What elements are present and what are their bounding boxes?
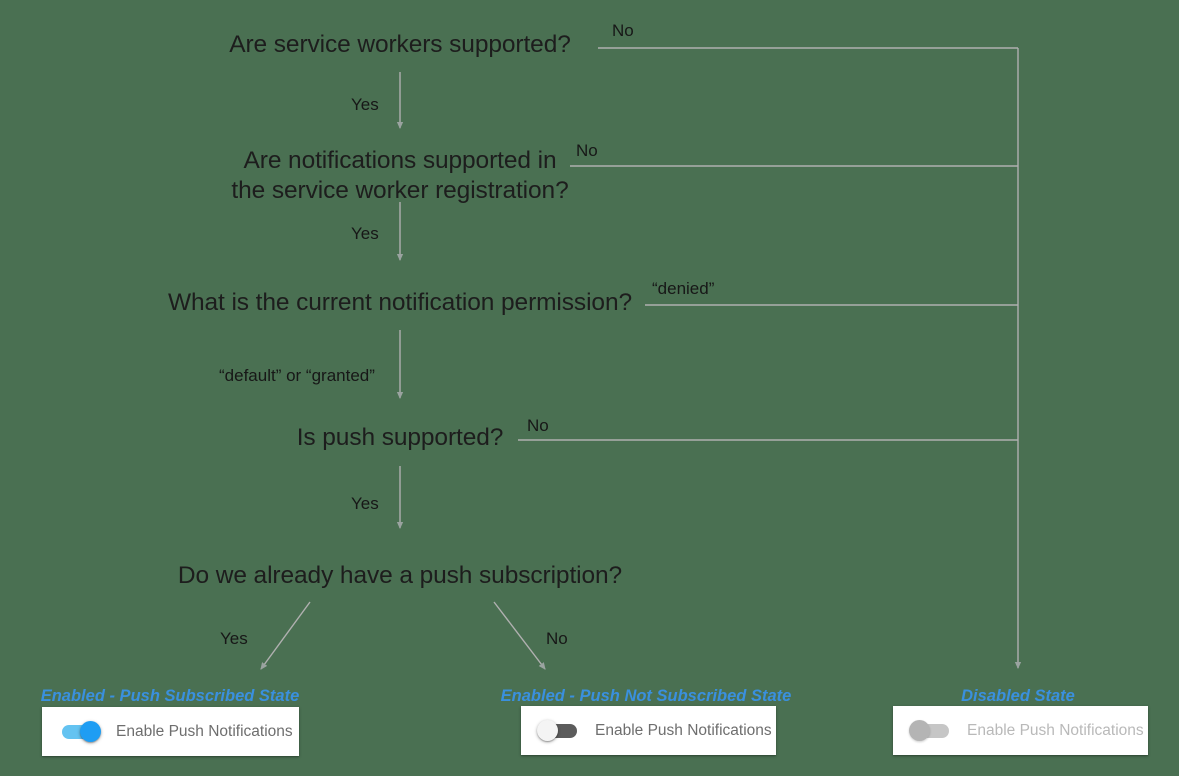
edge-label-q1-no: No (612, 21, 634, 40)
state-label-push-subscribed: Enabled - Push Subscribed State (40, 687, 300, 705)
toggle-card-disabled: Enable Push Notifications (893, 706, 1148, 755)
toggle-card-push-not-subscribed[interactable]: Enable Push Notifications (521, 706, 776, 755)
toggle-knob (537, 719, 558, 741)
node-service-workers-supported: Are service workers supported? (229, 31, 571, 58)
edge-label-q4-yes: Yes (351, 494, 379, 513)
edge-q5-no (493, 601, 546, 670)
toggle-switch-off[interactable] (537, 719, 581, 742)
node-notification-permission: What is the current notification permiss… (167, 289, 633, 316)
toggle-label-enable-push: Enable Push Notifications (595, 721, 772, 739)
state-label-push-not-subscribed: Enabled - Push Not Subscribed State (500, 687, 792, 705)
edge-label-q5-yes: Yes (220, 629, 248, 648)
edge-label-q2-no: No (576, 141, 598, 160)
toggle-card-push-subscribed[interactable]: Enable Push Notifications (42, 707, 299, 756)
edge-label-q3-denied: “denied” (652, 279, 715, 298)
toggle-switch-on[interactable] (58, 720, 102, 743)
edge-label-q1-yes: Yes (351, 95, 379, 114)
node-push-supported: Is push supported? (296, 424, 504, 451)
toggle-knob (80, 720, 101, 742)
edge-label-q3-default: “default” or “granted” (219, 366, 375, 385)
edge-label-q2-yes: Yes (351, 224, 379, 243)
toggle-switch-disabled (909, 719, 953, 742)
toggle-label-enable-push: Enable Push Notifications (967, 721, 1144, 739)
node-notifications-supported: Are notifications supported in the servi… (231, 147, 569, 204)
edge-q5-yes (260, 601, 311, 670)
node-have-subscription: Do we already have a push subscription? (177, 562, 623, 589)
toggle-knob (909, 719, 930, 741)
edge-label-q4-no: No (527, 416, 549, 435)
state-label-disabled: Disabled State (961, 687, 1075, 705)
edge-label-q5-no: No (546, 629, 568, 648)
toggle-label-enable-push: Enable Push Notifications (116, 722, 293, 740)
